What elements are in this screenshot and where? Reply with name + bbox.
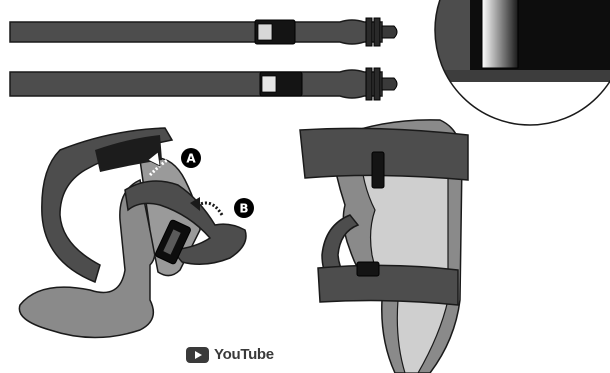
play-icon bbox=[186, 347, 209, 363]
svg-text:B: B bbox=[239, 202, 248, 216]
callout-b-badge: B bbox=[234, 198, 254, 218]
strap-top-1 bbox=[10, 18, 397, 46]
buckle-detail-magnifier bbox=[430, 0, 610, 130]
strap-top-2 bbox=[10, 68, 397, 100]
callout-a-badge: A bbox=[181, 148, 201, 168]
orthosis-left: A B bbox=[19, 128, 254, 338]
svg-text:A: A bbox=[186, 152, 196, 166]
orthosis-right bbox=[300, 120, 468, 373]
youtube-watermark-text: YouTube bbox=[214, 346, 274, 363]
